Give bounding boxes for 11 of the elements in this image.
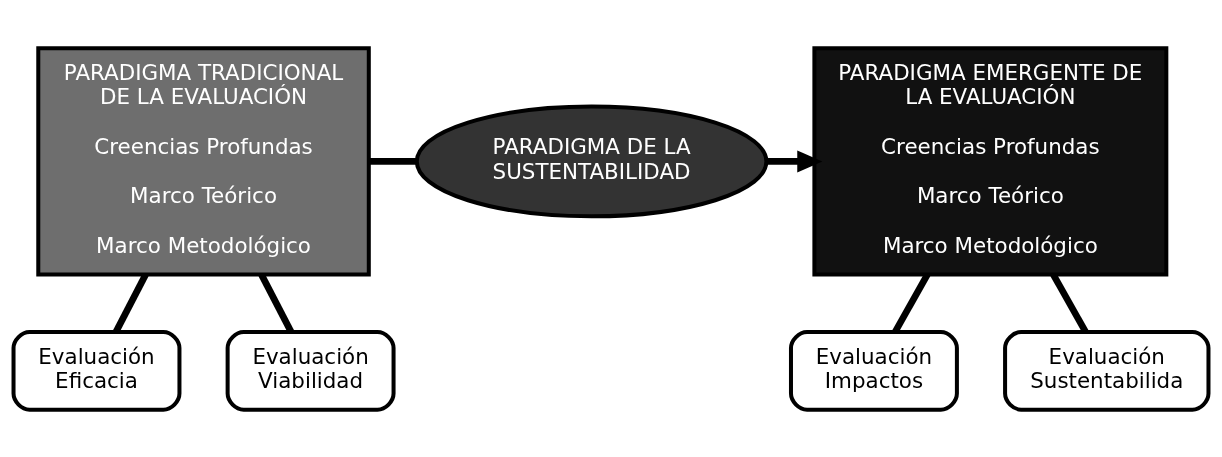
connector bbox=[113, 272, 149, 333]
node-box: Evaluación Eficacia bbox=[11, 329, 182, 412]
arrow bbox=[766, 149, 823, 172]
node-box: PARADIGMA EMERGENTE DE LA EVALUACIÓN Creencias Profundas Marco Teórico Marco Metodológico bbox=[812, 45, 1169, 276]
node-box: Evaluación Impactos bbox=[788, 329, 959, 412]
node-ellipse: PARADIGMA DE LA SUSTENTABILIDAD bbox=[414, 104, 769, 218]
node-box: Evaluación Sustentabilida bbox=[1003, 329, 1211, 412]
connector bbox=[369, 157, 417, 165]
node-box: Evaluación Viabilidad bbox=[225, 329, 396, 412]
connector bbox=[258, 272, 294, 333]
node-box: PARADIGMA TRADICIONAL DE LA EVALUACIÓN Creencias Profundas Marco Teórico Marco Metodológico bbox=[36, 45, 371, 276]
